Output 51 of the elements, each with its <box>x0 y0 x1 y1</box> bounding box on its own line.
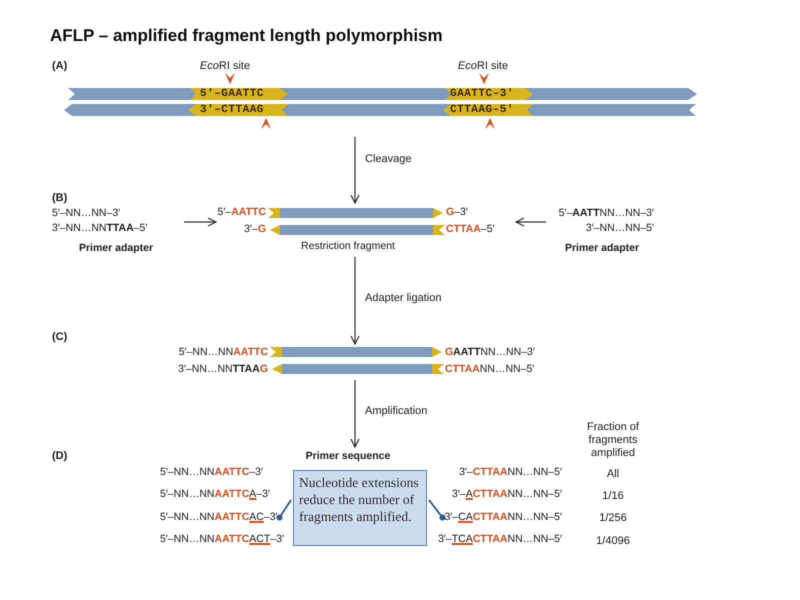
sequence-text: 5′–NN…NNAATTC <box>178 346 268 359</box>
edge-label: Adapter ligation <box>364 292 442 305</box>
title: AFLP – amplified fragment length polymorphism <box>50 26 443 46</box>
adapter-label: Primer adapter <box>564 242 640 255</box>
panel-letter: (B) <box>52 192 68 205</box>
sequence-text: 5′–GAATTC <box>200 88 264 100</box>
arrow <box>515 217 546 227</box>
sequence-text: G–3′ <box>446 206 468 219</box>
sequence-text: 5′–NN…NNAATTCACT–3′ <box>160 533 284 546</box>
edge-label: Amplification <box>364 405 428 418</box>
sequence-text: GAATTNN…NN–3′ <box>445 346 535 359</box>
sequence-text: 3′–NN…NNTTAAG <box>178 363 268 376</box>
sequence-text: 3′–TCACTTAANN…NN–5′ <box>438 533 562 546</box>
panel-letter: (D) <box>52 450 68 463</box>
leader-line <box>276 500 292 520</box>
panel-letter: (C) <box>52 331 68 344</box>
sequence-text: 3′–CTTAAG <box>200 104 264 116</box>
arrow <box>184 217 217 227</box>
sequence-text: 5′–NN…NN–3′ <box>52 207 120 220</box>
sequence-text: CTTAAG–5′ <box>450 104 514 116</box>
column-heading: Fraction of fragments amplified <box>586 421 640 460</box>
edge-label: Cleavage <box>364 153 412 166</box>
sequence-text: 5′–AATTNN…NN–3′ <box>558 207 654 220</box>
callout-box: Nucleotide extensions reduce the number of fragments amplified. <box>293 470 427 546</box>
fraction-value: 1/16 <box>602 490 624 503</box>
sequence-text: 5′–NN…NNAATTCAC–3′ <box>160 511 278 524</box>
sequence-text: 3′–CACTTAANN…NN–5′ <box>444 511 562 524</box>
sequence-text: GAATTC–3′ <box>450 88 514 100</box>
site-label: EcoRI site <box>458 60 508 73</box>
arrow <box>350 137 360 204</box>
fraction-value: 1/256 <box>599 512 627 525</box>
sequence-text: 3′–G <box>244 223 266 236</box>
sequence-text: CTTAA–5′ <box>446 223 494 236</box>
column-heading: Primer sequence <box>306 450 390 463</box>
arrow <box>350 257 360 345</box>
site-label: EcoRI site <box>200 60 250 73</box>
fraction-value: 1/4096 <box>596 535 630 548</box>
sequence-text: 3′–ACTTAANN…NN–5′ <box>452 488 562 501</box>
adapter-label: Primer adapter <box>78 242 154 255</box>
sequence-text: 3′–NN…NN–5′ <box>586 222 654 235</box>
sequence-text: CTTAANN…NN–5′ <box>445 363 534 376</box>
sequence-text: 5′–NN…NNAATTC–3′ <box>160 466 263 479</box>
leader-line <box>428 499 446 520</box>
sequence-text: 3′–CTTAANN…NN–5′ <box>459 466 562 479</box>
arrow <box>350 380 360 448</box>
fraction-value: All <box>606 468 620 481</box>
sequence-text: 5′–NN…NNAATTCA–3′ <box>160 488 270 501</box>
panel-letter: (A) <box>52 60 68 73</box>
sequence-text: 3′–NN…NNTTAA–5′ <box>52 222 148 235</box>
fragment-label: Restriction fragment <box>301 240 395 253</box>
sequence-text: 5′–AATTC <box>218 206 266 219</box>
